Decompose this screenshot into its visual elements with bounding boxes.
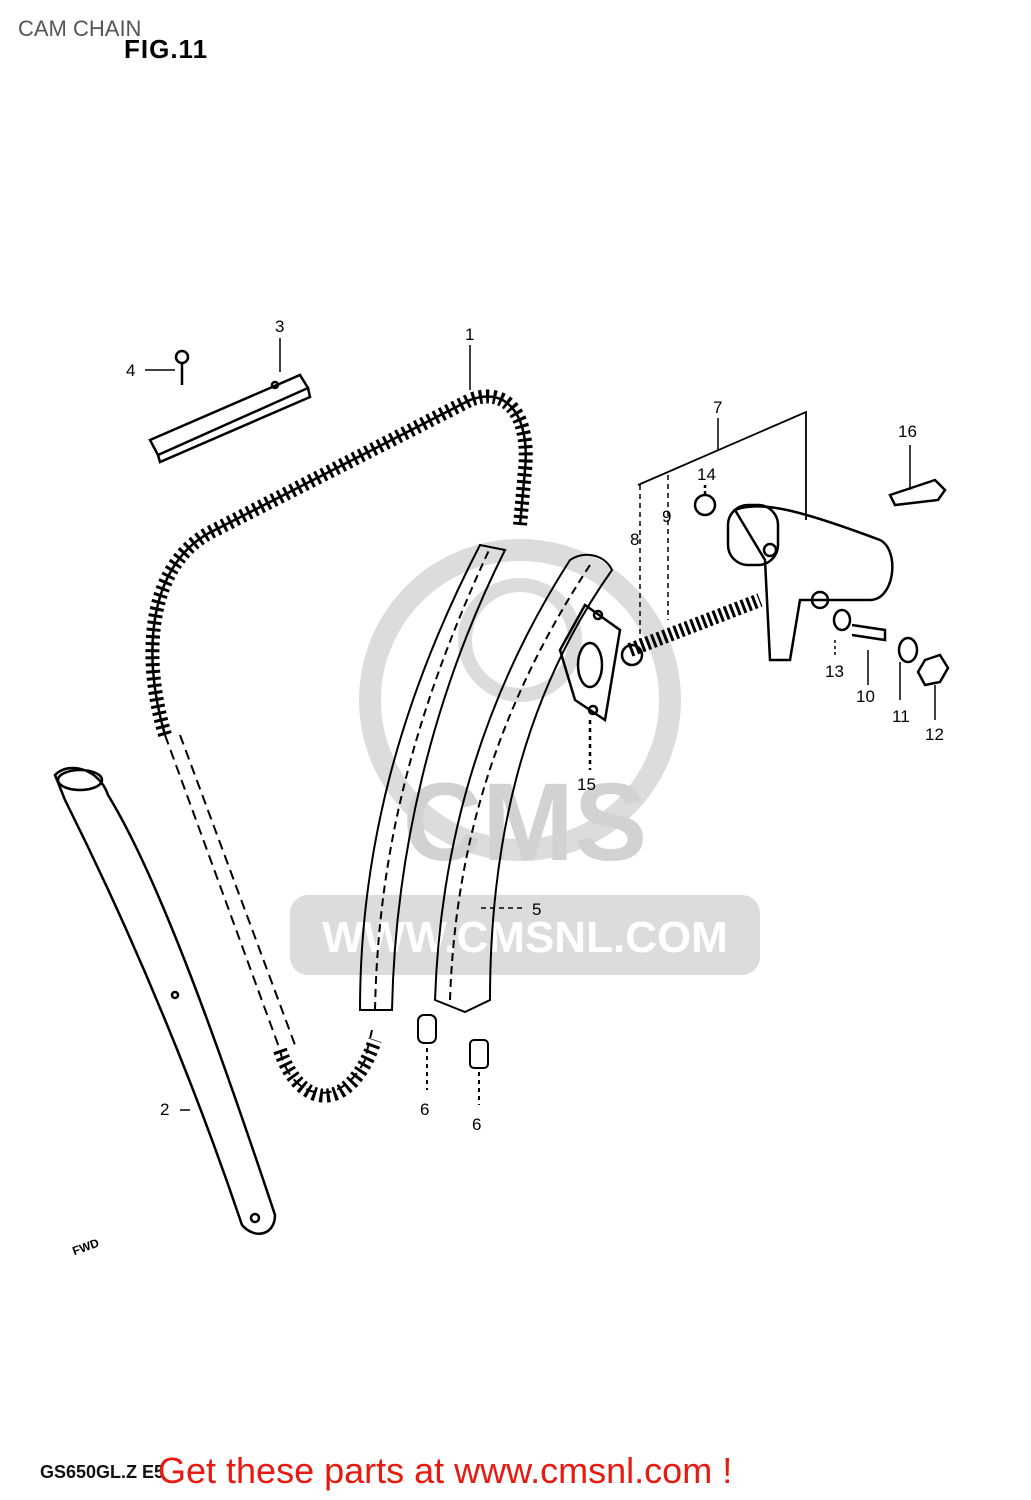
chain-guide-top (148, 373, 312, 464)
callout-16: 16 (898, 422, 917, 441)
callout-14: 14 (697, 465, 716, 484)
damper-pins (417, 1014, 489, 1105)
callout-5: 5 (532, 900, 541, 919)
callout-3: 3 (275, 317, 284, 336)
bolt-4 (174, 349, 190, 385)
callout-13: 13 (825, 662, 844, 681)
callout-8: 8 (630, 530, 639, 549)
chain-guide-rear (358, 543, 614, 1014)
callout-6b: 6 (472, 1115, 481, 1134)
chain-tensioner (620, 410, 894, 667)
callout-6: 6 (420, 1100, 429, 1119)
cam-chain (145, 389, 533, 1103)
callout-7: 7 (713, 398, 722, 417)
tensioner-small-parts (693, 478, 950, 687)
tensioner-gasket (558, 603, 622, 770)
parts-link[interactable]: Get these parts at www.cmsnl.com ! (158, 1450, 733, 1491)
cmsnl-watermark: CMS WWW.CMSNL.COM (290, 539, 760, 975)
callout-10: 10 (856, 687, 875, 706)
chain-guide-front (53, 766, 277, 1235)
model-code: GS650GL.Z E5 (40, 1462, 165, 1482)
callout-2: 2 (160, 1100, 169, 1119)
callout-leaders (145, 338, 936, 1111)
callout-labels: 1 2 3 4 5 6 6 7 8 9 10 11 12 13 14 15 16 (126, 317, 944, 1134)
watermark-url: WWW.CMSNL.COM (322, 913, 728, 962)
callout-1: 1 (465, 325, 474, 344)
callout-4: 4 (126, 361, 135, 380)
callout-15: 15 (577, 775, 596, 794)
figure-label: FIG.11 (124, 34, 209, 64)
callout-11: 11 (892, 707, 910, 726)
callout-12: 12 (925, 725, 944, 744)
page-title: CAM CHAIN (18, 16, 142, 41)
callout-9: 9 (662, 507, 671, 526)
watermark-brand: CMS (403, 761, 647, 884)
